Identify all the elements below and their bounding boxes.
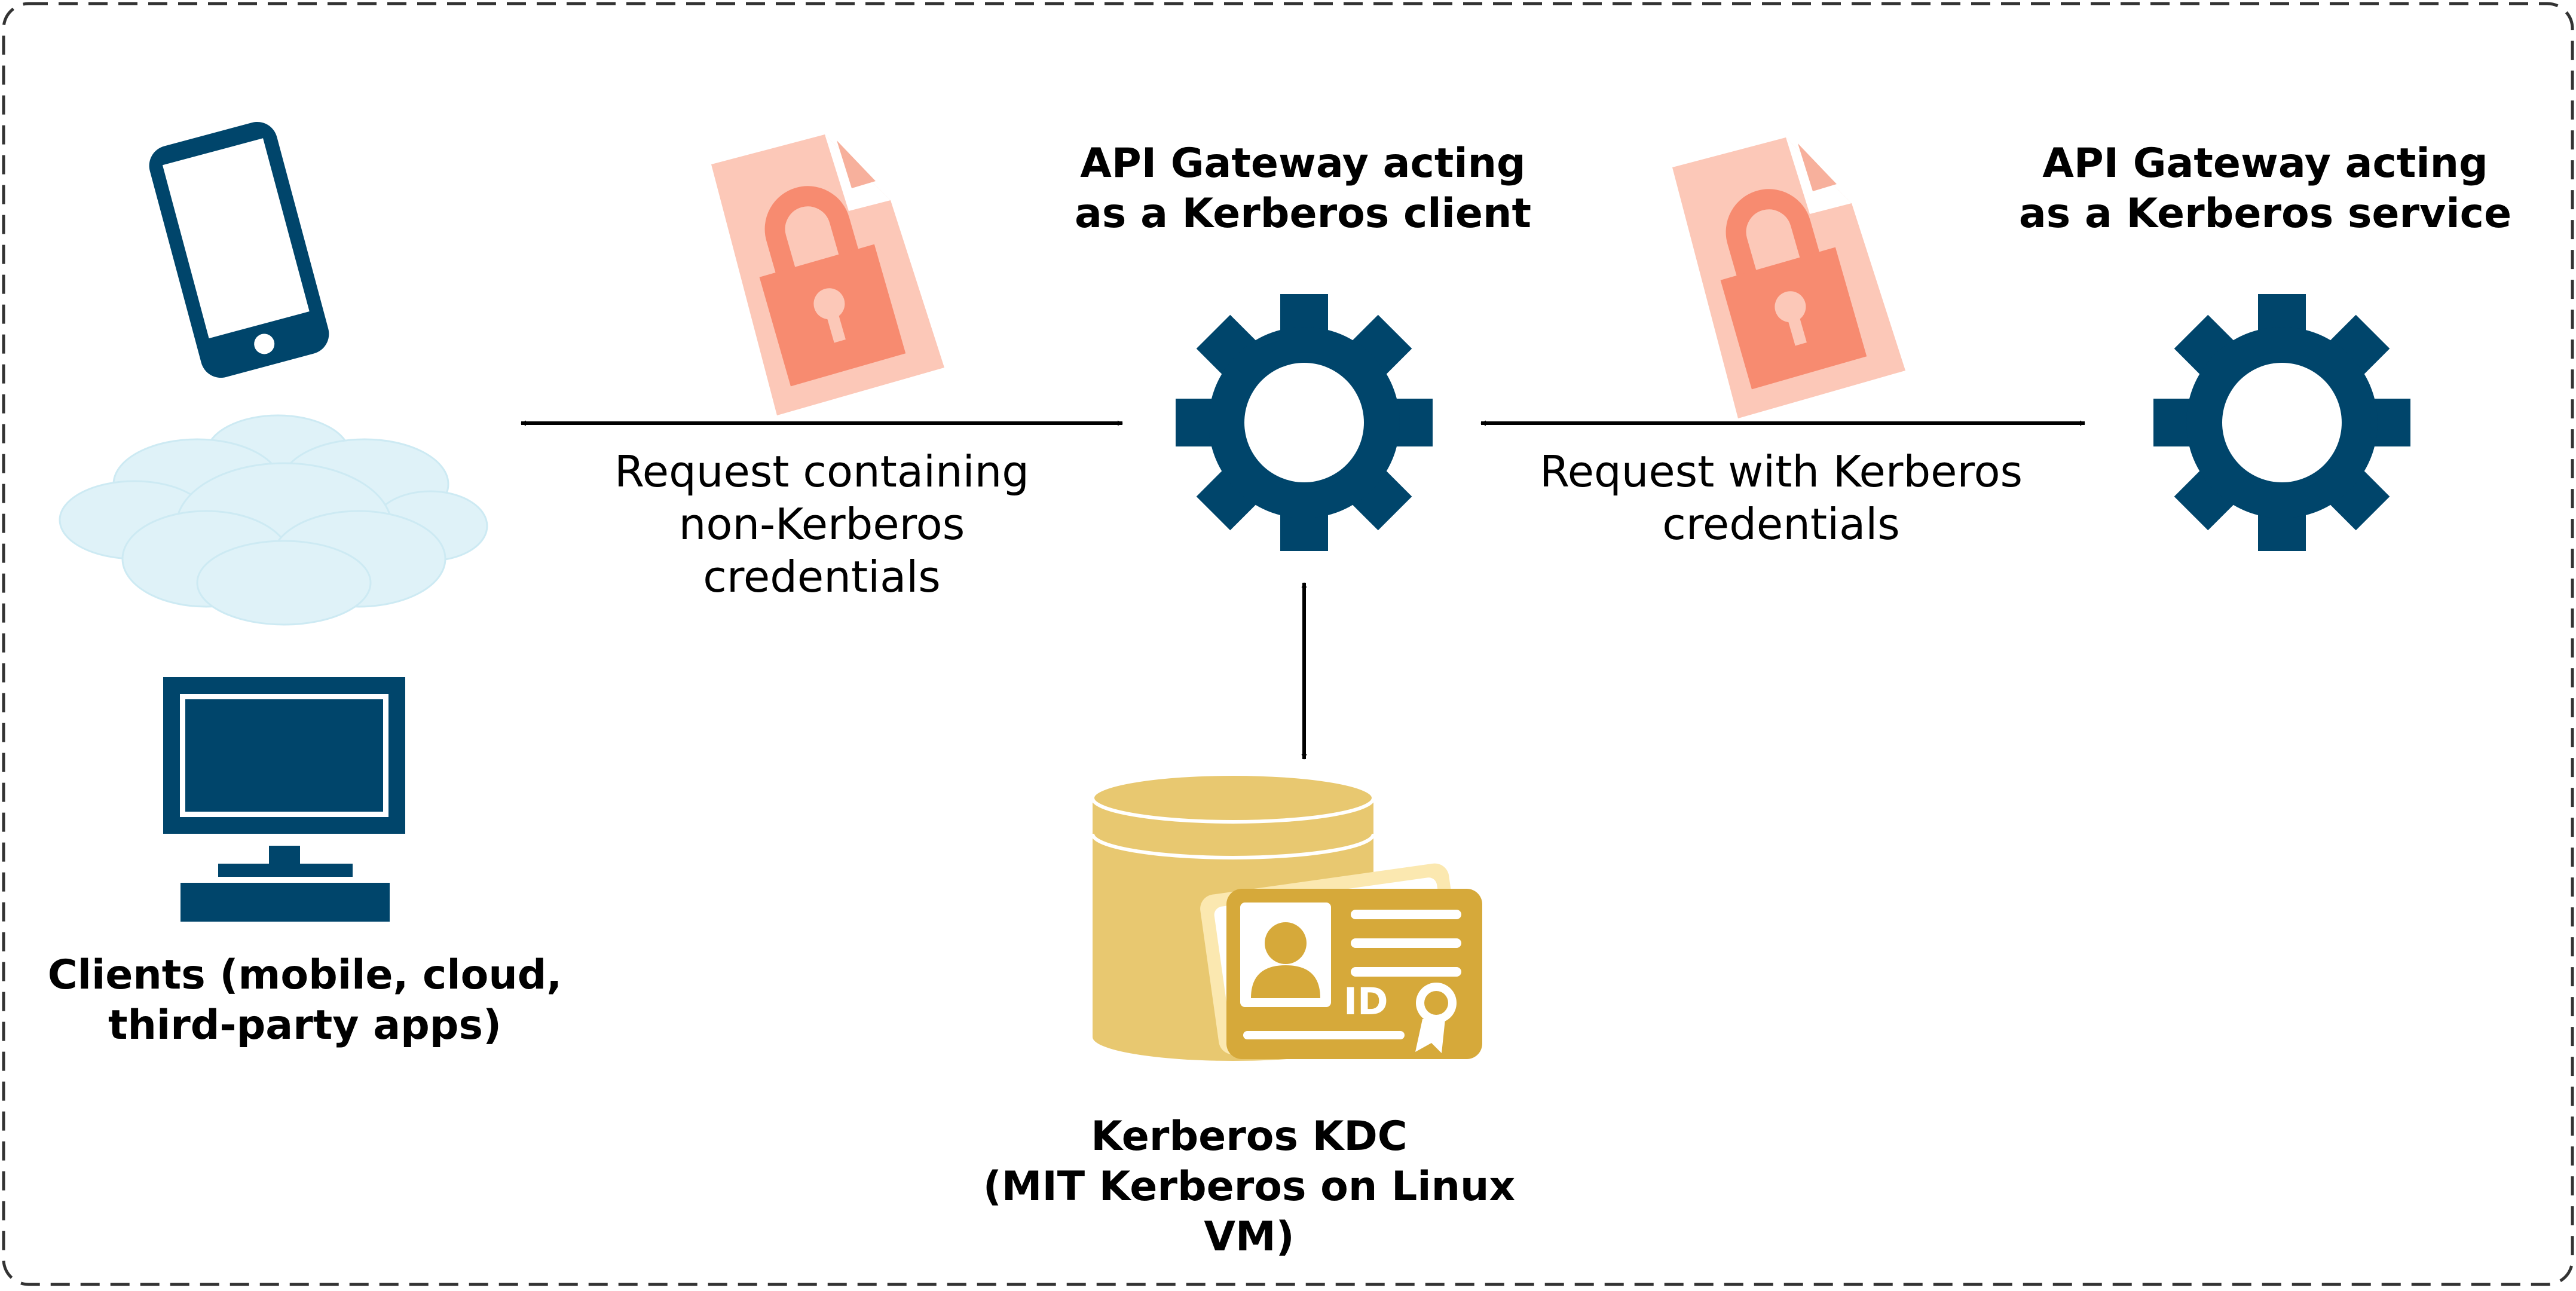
smartphone-icon [149,121,329,378]
gear-icon [1176,294,1433,551]
kdc-label: Kerberos KDC (MIT Kerberos on Linux VM) [983,1113,1516,1261]
clients-label: Clients (mobile, cloud, third-party apps… [47,952,562,1049]
locked-document-icon [711,134,944,415]
desktop-monitor-icon [163,677,405,922]
gateway-client-label: API Gateway acting as a Kerberos client [1075,140,1531,237]
id-card-text: ID [1344,980,1388,1023]
request-non-kerberos-label: Request containing non-Kerberos credenti… [614,446,1029,602]
locked-document-icon [1672,137,1905,418]
cloud-icon [59,414,488,626]
gear-icon [2153,294,2410,551]
request-kerberos-label: Request with Kerberos credentials [1539,446,2023,549]
gateway-service-label: API Gateway acting as a Kerberos service [2018,140,2512,237]
id-card-icon: ID [1200,863,1482,1059]
